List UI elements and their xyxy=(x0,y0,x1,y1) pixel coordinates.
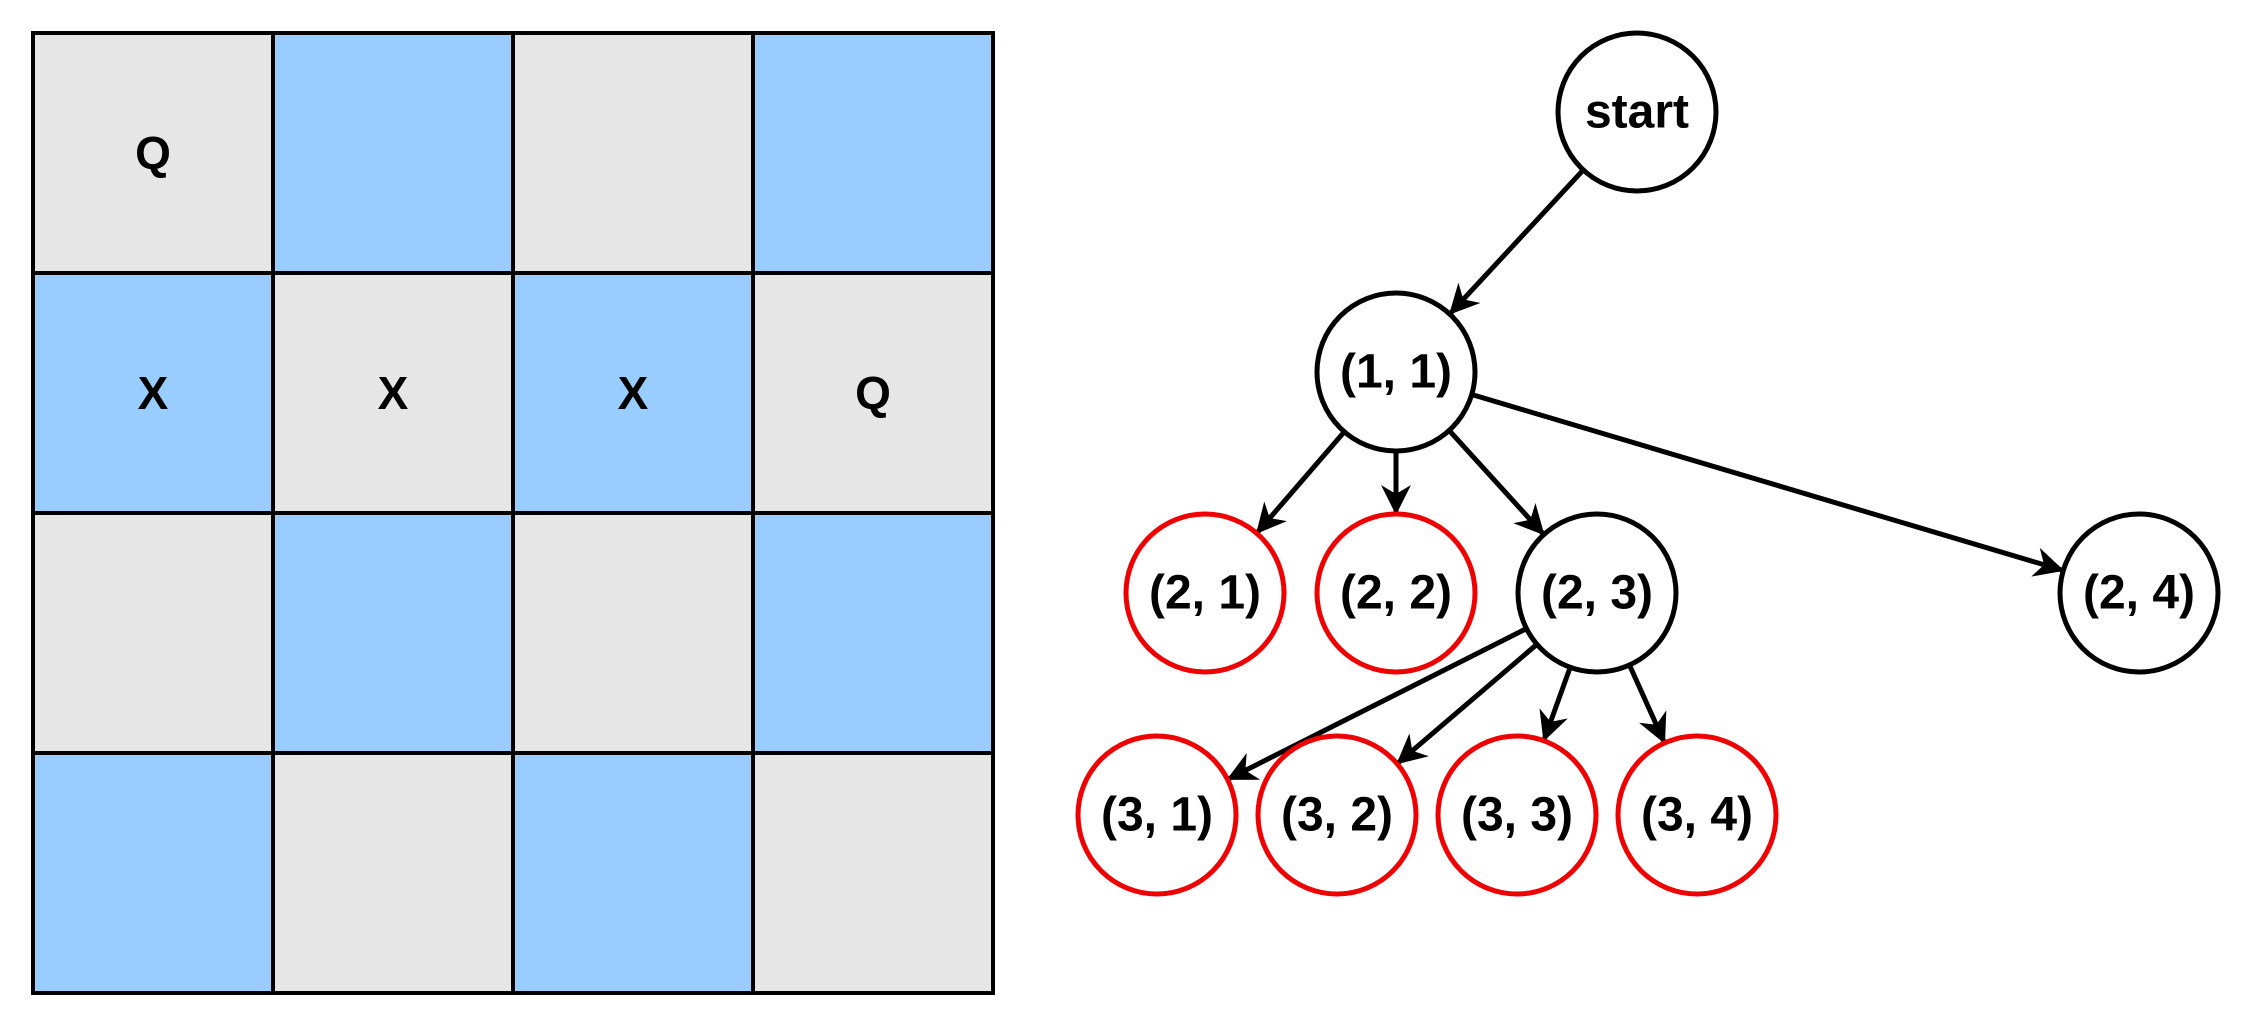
tree-node-n33: (3, 3) xyxy=(1435,733,1599,897)
edge-n11-n23 xyxy=(1447,428,1545,536)
tree-edges xyxy=(1226,168,2065,781)
tree-node-label-start: start xyxy=(1585,86,1689,139)
tree-node-label-n23: (2, 3) xyxy=(1541,567,1653,620)
tree-node-circle-n21 xyxy=(1123,511,1287,675)
board-cell-3-1 xyxy=(31,511,275,755)
board-cell-3-4 xyxy=(751,511,995,755)
board-cell-label-2-2: X xyxy=(378,367,409,419)
tree-node-label-n24: (2, 4) xyxy=(2083,567,2195,620)
board-cell-1-4 xyxy=(751,31,995,275)
board-cell-label-2-1: X xyxy=(138,367,169,419)
tree-node-label-n33: (3, 3) xyxy=(1461,789,1573,842)
board-cell-3-2 xyxy=(271,511,515,755)
tree-node-n32: (3, 2) xyxy=(1255,733,1419,897)
tree-node-label-n34: (3, 4) xyxy=(1641,789,1753,842)
board-cell-4-4 xyxy=(751,751,995,995)
tree-node-start: start xyxy=(1555,30,1719,194)
tree-node-circle-n22 xyxy=(1314,511,1478,675)
tree-node-circle-n11 xyxy=(1314,290,1478,454)
tree-node-label-n32: (3, 2) xyxy=(1281,789,1393,842)
tree-node-n24: (2, 4) xyxy=(2057,511,2221,675)
edge-n11-n21 xyxy=(1256,430,1347,534)
edge-n23-n33 xyxy=(1539,666,1573,742)
tree-node-n21: (2, 1) xyxy=(1123,511,1287,675)
board-cell-1-2 xyxy=(271,31,515,275)
edge-n11-n24 xyxy=(1471,392,2065,577)
tree-node-label-n11: (1, 1) xyxy=(1340,346,1452,399)
chess-board: Q X X X Q xyxy=(31,31,995,995)
tree-node-label-n31: (3, 1) xyxy=(1101,789,1213,842)
tree-node-label-n21: (2, 1) xyxy=(1149,567,1261,620)
board-cell-label-1-1: Q xyxy=(135,127,171,179)
tree-node-label-n22: (2, 2) xyxy=(1340,567,1452,620)
board-cell-1-1 xyxy=(31,31,275,275)
edge-start-n11 xyxy=(1449,168,1586,315)
tree-node-n31: (3, 1) xyxy=(1075,733,1239,897)
board-cell-3-3 xyxy=(511,511,755,755)
tree-node-circle-n24 xyxy=(2057,511,2221,675)
board-cell-2-2 xyxy=(271,271,515,515)
tree-node-circle-n32 xyxy=(1255,733,1419,897)
tree-node-n23: (2, 3) xyxy=(1515,511,1679,675)
tree-node-circle-start xyxy=(1555,30,1719,194)
board-cell-label-2-3: X xyxy=(618,367,649,419)
tree-node-circle-n33 xyxy=(1435,733,1599,897)
board-cell-4-2 xyxy=(271,751,515,995)
search-tree: start (1, 1) (2, 1) (2, 2) (2, 3) (2, 4) (3, 1… xyxy=(1075,30,2221,897)
board-cell-2-1 xyxy=(31,271,275,515)
tree-node-n22: (2, 2) xyxy=(1314,511,1478,675)
board-cell-4-1 xyxy=(31,751,275,995)
tree-node-circle-n31 xyxy=(1075,733,1239,897)
tree-node-circle-n23 xyxy=(1515,511,1679,675)
board-cell-label-2-4: Q xyxy=(855,367,891,419)
edge-n23-n34 xyxy=(1627,664,1667,744)
tree-node-n34: (3, 4) xyxy=(1615,733,1779,897)
tree-node-n11: (1, 1) xyxy=(1314,290,1478,454)
edge-n23-n31 xyxy=(1226,626,1528,781)
board-cell-4-3 xyxy=(511,751,755,995)
board-cell-1-3 xyxy=(511,31,755,275)
tree-node-circle-n34 xyxy=(1615,733,1779,897)
edge-n23-n32 xyxy=(1396,642,1539,765)
